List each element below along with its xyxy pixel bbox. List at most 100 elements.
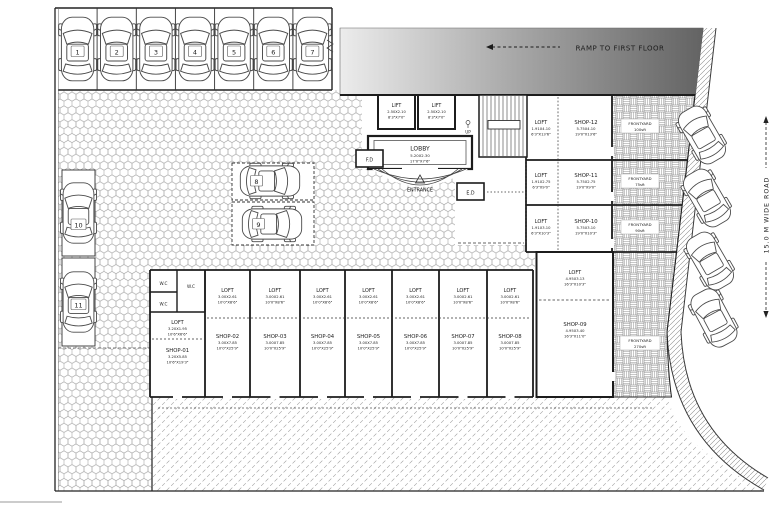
ramp-label: RAMP TO FIRST FLOOR [576, 45, 665, 53]
door-shop-09 [611, 372, 616, 381]
shop-07-m: 3.00X7.85 [454, 341, 474, 345]
shop-10-name: SHOP-10 [574, 219, 598, 225]
frontyard-09-label: FRONTYARD 270sft [619, 335, 661, 351]
shop-09-unit: LOFT 4.95X3.13 16'3"X10'3" SHOP-09 4.95X… [535, 251, 616, 398]
loft-03-ft: 10'0"X8'6" [265, 300, 285, 304]
loft-04-ft: 10'0"X8'6" [313, 300, 333, 304]
loft-10-ft: 6'3"X10'3" [531, 231, 551, 235]
loft-07-m: 3.00X2.61 [454, 295, 473, 299]
shop-12-name: SHOP-12 [574, 120, 597, 126]
wc-cluster: W.C W.C W.C [150, 270, 206, 313]
lift-2-m: 2.50X2.10 [427, 110, 446, 114]
shop-09-m: 4.95X3.40 [566, 329, 586, 333]
lift-1-room [377, 94, 416, 130]
up-person-icon [465, 120, 471, 125]
loft-05-ft: 10'0"X8'6" [359, 300, 379, 304]
stall-number-5: 5 [232, 49, 236, 57]
loft-07-name: LOFT [457, 288, 470, 294]
frontyard-12-area: 100sft [634, 127, 646, 132]
shop-09-ft: 16'3"X11'0" [564, 334, 586, 338]
bottom-shops-row: W.C W.C W.C LOFT 3.20X1.95 10'6"X6'6" SH… [149, 269, 534, 399]
lift-2-ft: 8'3"X7'0" [428, 115, 445, 119]
shop-07-ft: 10'0"X25'9" [452, 346, 474, 350]
loft-01-m: 3.20X1.95 [168, 327, 188, 331]
frontyard-11-name: FRONTYARD [628, 176, 651, 181]
loft-08-name: LOFT [504, 288, 517, 294]
loft-09-m: 4.95X3.13 [566, 277, 586, 281]
loft-08-ft: 10'0"X8'6" [500, 300, 520, 304]
shop-10-m: 5.75X3.10 [577, 226, 597, 230]
top-parking-numbers [70, 45, 320, 57]
shop-05-name: SHOP-05 [357, 334, 380, 340]
break-symbol [326, 39, 334, 53]
stall-number-2: 2 [115, 49, 119, 57]
wc-label-3: W.C [187, 284, 195, 289]
shop-04-name: SHOP-04 [311, 334, 335, 340]
loft-01-ft: 10'6"X6'6" [168, 332, 188, 336]
loft-02-m: 3.00X2.61 [218, 295, 237, 299]
loft-10-m: 1.91X3.10 [532, 226, 552, 230]
loft-09-ft: 16'3"X10'3" [564, 282, 586, 286]
stair-up-label: UP [465, 130, 471, 135]
entrance-arrow [414, 174, 426, 184]
shop-02-m: 3.00X7.85 [218, 341, 238, 345]
ramp-arrow-head [486, 44, 493, 50]
shop-12-m: 5.75X4.10 [577, 127, 597, 131]
loft-02-name: LOFT [221, 288, 234, 294]
shop-01-name: SHOP-01 [166, 348, 189, 354]
loft-05-name: LOFT [362, 288, 375, 294]
ed-room [456, 182, 485, 201]
loft-12-ft: 6'3"X13'6" [531, 132, 551, 136]
shops-02-08-labels: LOFT 3.00X2.61 10'0"X8'6" SHOP-02 3.00X7… [216, 288, 522, 350]
shop-03-m: 3.00X7.85 [266, 341, 286, 345]
lobby-m: 5.20X2.30 [410, 153, 430, 158]
loft-11-m: 1.91X2.75 [532, 180, 552, 184]
shop-06-name: SHOP-06 [404, 334, 428, 340]
stall-number-11: 11 [74, 302, 82, 310]
lobby-ft: 17'0"X7'6" [410, 158, 431, 163]
road-area: 15.0 M WIDE ROAD [671, 100, 771, 353]
door-shop-11 [610, 192, 614, 201]
loft-10-name: LOFT [535, 219, 548, 225]
door-shop-10 [610, 239, 614, 248]
stair-handrail [487, 120, 521, 130]
stall-number-8: 8 [254, 178, 258, 186]
loft-02-ft: 10'0"X8'6" [218, 300, 238, 304]
shop-08-ft: 10'0"X25'9" [499, 346, 521, 350]
shop-04-ft: 10'0"X25'9" [311, 346, 333, 350]
shop-01-unit: LOFT 3.20X1.95 10'6"X6'6" SHOP-01 3.20X5… [152, 320, 203, 364]
stall-number-10: 10 [74, 222, 82, 230]
ed-label: E.D [466, 191, 475, 197]
frontyard-10-label: FRONTYARD 90sft [620, 219, 660, 235]
car-stall-8 [239, 162, 301, 200]
stall-number-3: 3 [154, 49, 158, 57]
shop-02-ft: 10'0"X25'9" [216, 346, 238, 350]
top-parking-row: 1 2 3 4 5 6 7 [55, 7, 334, 91]
loft-12-name: LOFT [535, 120, 548, 126]
frontyard-09-name: FRONTYARD [628, 338, 651, 343]
lift-1-ft: 8'3"X7'0" [388, 115, 405, 119]
shop-03-name: SHOP-03 [263, 334, 286, 340]
shop-03-ft: 10'0"X25'9" [264, 346, 286, 350]
stall-number-6: 6 [271, 49, 275, 57]
loft-06-name: LOFT [409, 288, 422, 294]
loft-06-m: 3.00X2.61 [406, 295, 425, 299]
loft-07-ft: 10'0"X8'6" [453, 300, 473, 304]
frontyard-12-label: FRONTYARD 100sft [620, 118, 660, 134]
fd-room [355, 149, 384, 168]
shop-05-m: 3.00X7.85 [359, 341, 379, 345]
loft-11-name: LOFT [535, 173, 548, 179]
wc-label-1: W.C [160, 281, 168, 286]
lift-1-m: 2.50X2.10 [387, 110, 406, 114]
shop-11-ft: 19'0"X9'0" [576, 185, 596, 189]
shop-11-name: SHOP-11 [574, 173, 597, 179]
lobby-door-opening [402, 166, 438, 171]
stall-number-1: 1 [76, 49, 80, 57]
entrance-label: ENTRANCE [407, 188, 433, 194]
shop-01-ft: 10'6"X19'3" [166, 360, 188, 364]
staircase: UP [465, 94, 528, 158]
lift-1-name: LIFT [392, 103, 402, 109]
frontyard-09-area: 270sft [634, 344, 646, 349]
core-block: LIFT 2.50X2.10 8'3"X7'0" LIFT 2.50X2.10 … [355, 94, 528, 244]
